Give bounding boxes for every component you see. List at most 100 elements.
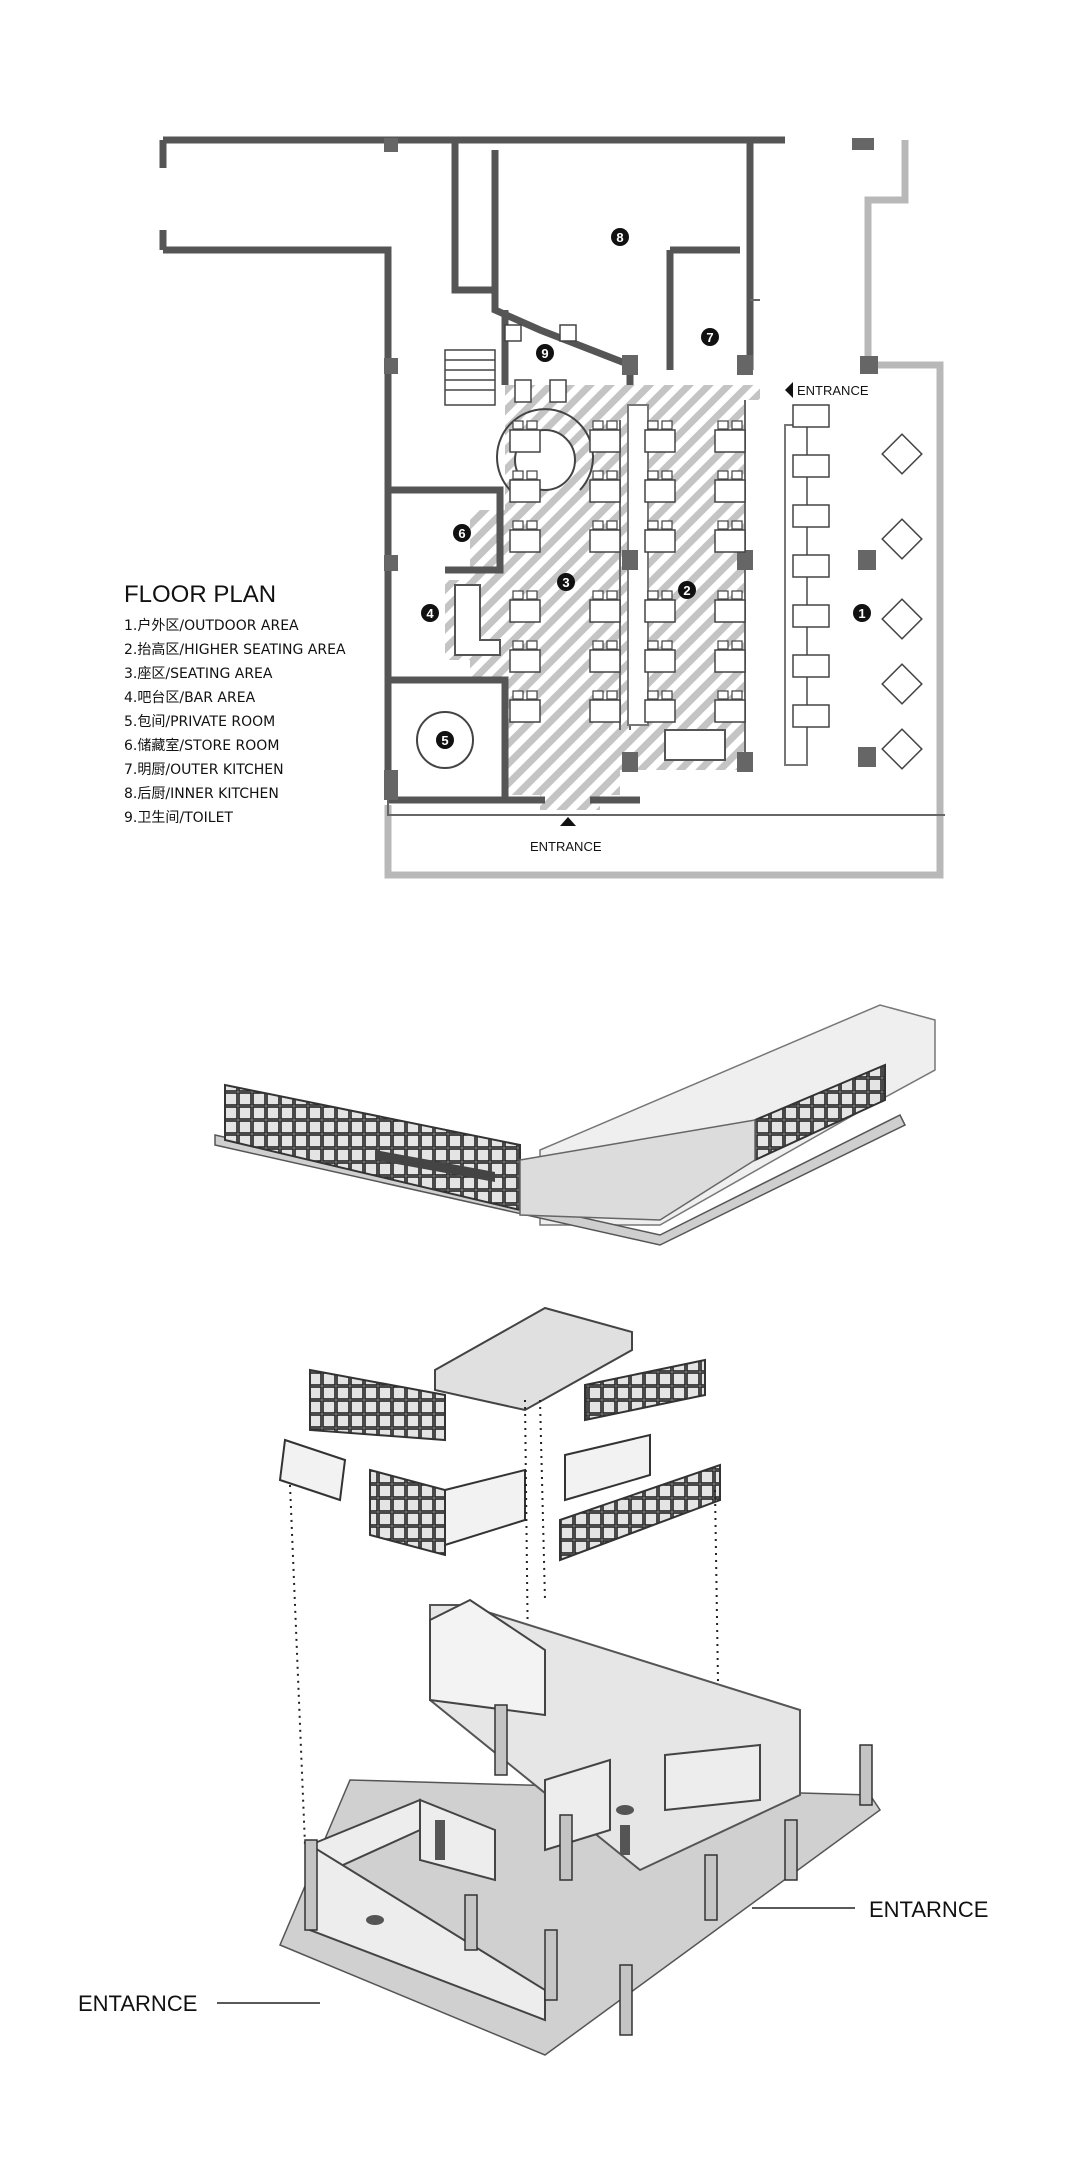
dining-tables — [509, 404, 830, 728]
exploded-frame-mid — [444, 1468, 526, 1547]
dining-table — [509, 599, 541, 623]
exploded-shelf-left — [309, 1368, 446, 1442]
dining-chair — [606, 520, 618, 530]
zone-number-1: 1 — [858, 606, 865, 621]
dining-chair — [661, 520, 673, 530]
dining-table — [714, 479, 746, 503]
entrance-bottom-label: ENTRANCE — [530, 839, 602, 854]
dining-table — [589, 429, 621, 453]
dining-table — [644, 479, 676, 503]
bar-seat — [792, 604, 830, 628]
legend-item-7: 7.明厨/OUTER KITCHEN — [124, 762, 284, 778]
dining-chair — [717, 470, 729, 480]
exploded-bench — [564, 1433, 651, 1502]
dining-chair — [647, 470, 659, 480]
dining-table — [509, 429, 541, 453]
dining-chair — [592, 590, 604, 600]
entrance-right-label: ENTRANCE — [797, 383, 869, 398]
dining-table — [644, 699, 676, 723]
dining-chair — [512, 690, 524, 700]
axo-entrance-left-label: ENTARNCE — [78, 1991, 197, 2016]
bar-seat — [792, 654, 830, 678]
zone-number-7: 7 — [706, 330, 713, 345]
legend-item-9: 9.卫生间/TOILET — [124, 810, 233, 826]
dining-chair — [731, 470, 743, 480]
exploded-shelf-bottom — [559, 1463, 721, 1562]
entrance-bottom-arrow — [560, 817, 576, 826]
dining-chair — [512, 420, 524, 430]
dining-chair — [526, 420, 538, 430]
dining-table — [644, 649, 676, 673]
dining-chair — [647, 520, 659, 530]
dining-chair — [592, 470, 604, 480]
legend-item-2: 2.抬高区/HIGHER SEATING AREA — [124, 641, 346, 658]
exploded-roof-box — [434, 1306, 633, 1412]
outdoor-tables — [881, 433, 923, 770]
exploded-frame-left — [278, 1438, 347, 1502]
legend-item-1: 1.户外区/OUTDOOR AREA — [124, 617, 299, 634]
zone-number-9: 9 — [541, 346, 548, 361]
bar-counter — [454, 584, 726, 761]
bar-seat — [792, 704, 830, 728]
outdoor-table — [881, 598, 923, 640]
dining-chair — [512, 520, 524, 530]
zone-markers: 8 7 9 6 3 2 4 1 5 — [421, 228, 871, 749]
dining-chair — [606, 590, 618, 600]
dining-chair — [717, 590, 729, 600]
dining-chair — [717, 690, 729, 700]
bar-seat — [792, 454, 830, 478]
dining-table — [589, 649, 621, 673]
dining-table — [714, 529, 746, 553]
dining-chair — [731, 520, 743, 530]
dining-chair — [717, 640, 729, 650]
dining-chair — [717, 420, 729, 430]
dining-chair — [512, 590, 524, 600]
dining-table — [589, 699, 621, 723]
dining-table — [589, 479, 621, 503]
building-base — [214, 1113, 907, 1246]
exploded-panel-mid — [369, 1468, 446, 1557]
dining-table — [509, 529, 541, 553]
dining-chair — [661, 420, 673, 430]
toilet-fixtures — [504, 324, 577, 403]
legend-item-6: 6.储藏室/STORE ROOM — [124, 737, 279, 754]
dining-chair — [647, 640, 659, 650]
dining-chair — [661, 690, 673, 700]
legend-item-5: 5.包间/PRIVATE ROOM — [124, 714, 275, 730]
zone-number-5: 5 — [441, 733, 448, 748]
columns — [384, 138, 878, 800]
dining-table — [509, 649, 541, 673]
outdoor-table — [881, 663, 923, 705]
dining-chair — [731, 640, 743, 650]
dining-chair — [731, 420, 743, 430]
axo-entrance-right-label: ENTARNCE — [869, 1897, 988, 1922]
legend-item-8: 8.后厨/INNER KITCHEN — [124, 786, 279, 802]
dining-chair — [592, 690, 604, 700]
dining-chair — [526, 470, 538, 480]
stairs — [444, 349, 496, 406]
building-left-facade — [224, 1083, 521, 1212]
dining-chair — [606, 640, 618, 650]
dining-chair — [512, 640, 524, 650]
entrance-right-arrow — [785, 382, 793, 398]
dining-chair — [647, 590, 659, 600]
dining-chair — [647, 690, 659, 700]
bar-seat — [792, 504, 830, 528]
building-glass-front — [519, 1119, 756, 1221]
dining-table — [714, 699, 746, 723]
light-walls — [384, 140, 944, 879]
dining-table — [644, 599, 676, 623]
dining-chair — [526, 520, 538, 530]
dining-chair — [731, 690, 743, 700]
dining-table — [644, 429, 676, 453]
legend-item-3: 3.座区/SEATING AREA — [124, 666, 273, 682]
building-perspective — [214, 1004, 936, 1246]
dining-table — [714, 649, 746, 673]
axo-pillars — [304, 1704, 873, 2036]
bar-seat — [792, 554, 830, 578]
outdoor-table — [881, 433, 923, 475]
bar-seat — [792, 404, 830, 428]
outdoor-table — [881, 728, 923, 770]
zone-number-6: 6 — [458, 526, 465, 541]
dining-chair — [592, 520, 604, 530]
